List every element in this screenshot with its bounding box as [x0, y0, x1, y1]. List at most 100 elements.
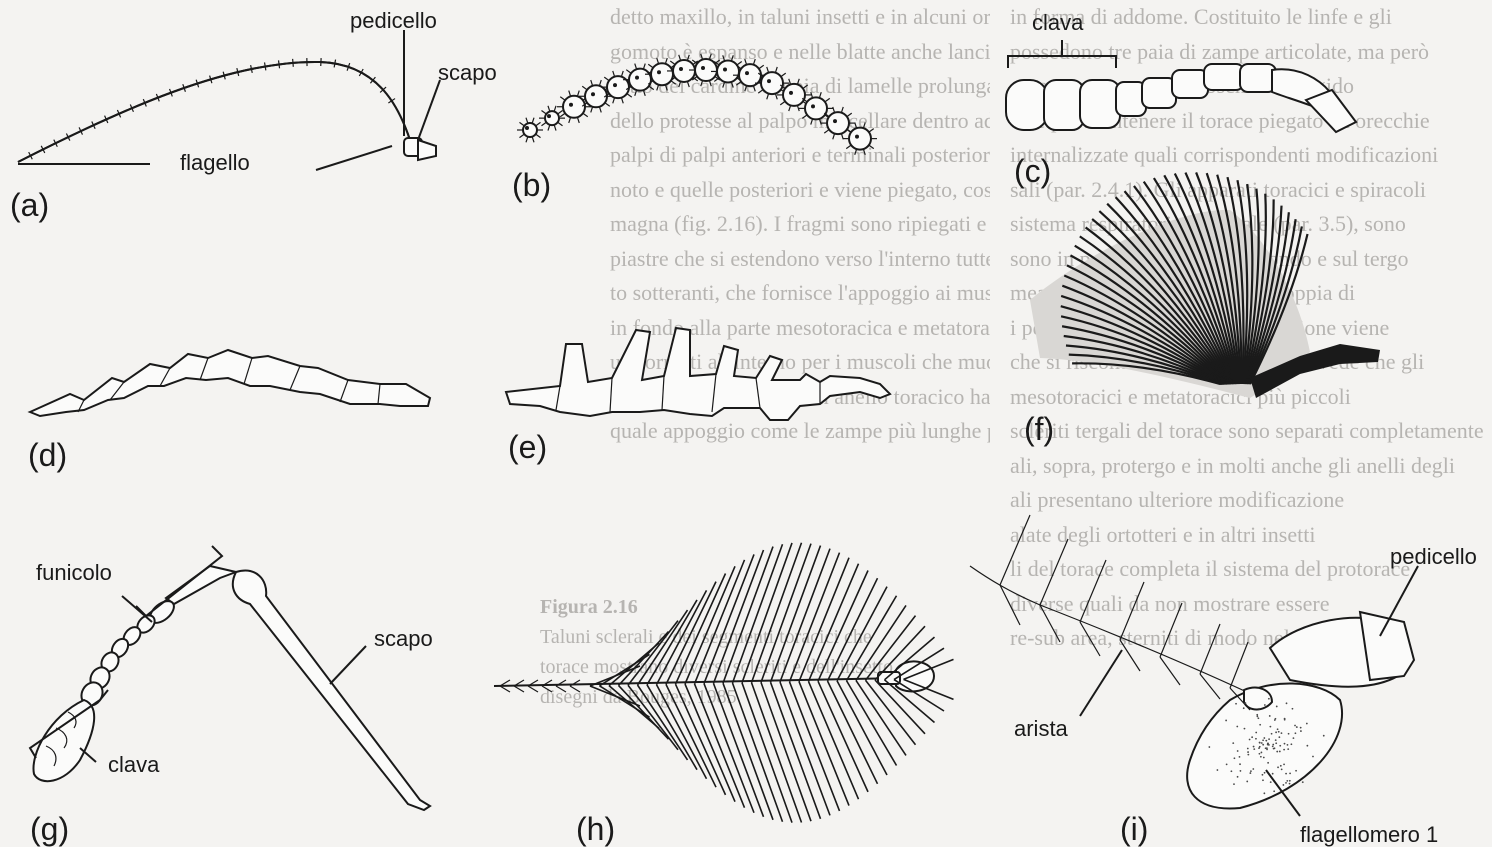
stipple-dot	[1280, 765, 1282, 767]
stipple-dot	[1247, 754, 1249, 756]
stipple-dot	[1253, 746, 1255, 748]
stipple-dot	[1261, 742, 1263, 744]
arista-branch	[1000, 515, 1030, 585]
stipple-dot	[1257, 717, 1259, 719]
stipple-dot	[1284, 743, 1286, 745]
stipple-dot	[1249, 739, 1251, 741]
arista-branch	[1040, 539, 1068, 605]
bead-dot	[591, 92, 595, 96]
stipple-dot	[1293, 737, 1295, 739]
stipple-dot	[1270, 781, 1272, 783]
flagellomere-tick	[251, 65, 253, 73]
stipple-dot	[1284, 719, 1286, 721]
stipple-dot	[1256, 714, 1258, 716]
stipple-dot	[1235, 703, 1237, 705]
stipple-dot	[1278, 731, 1280, 733]
stipple-dot	[1290, 743, 1292, 745]
stipple-dot	[1255, 738, 1257, 740]
plume-branch	[837, 681, 887, 775]
stipple-dot	[1263, 792, 1265, 794]
stipple-dot	[1268, 738, 1270, 740]
stipple-dot	[1237, 776, 1239, 778]
stipple-dot	[1262, 779, 1264, 781]
bead-segment	[673, 60, 695, 82]
arista-branch	[1160, 603, 1182, 657]
stipple-dot	[1289, 772, 1291, 774]
bead-segment	[827, 112, 849, 134]
bead-dot	[701, 66, 705, 70]
arista-branch	[1200, 624, 1220, 674]
label-pedicello-i: pedicello	[1390, 544, 1477, 569]
plume-branch	[837, 587, 887, 681]
stipple-dot	[1289, 780, 1291, 782]
plume-branch	[799, 558, 849, 682]
stipple-dot	[1279, 751, 1281, 753]
label-flagellomero-i: flagellomero 1	[1300, 822, 1438, 847]
panel-label-h: (h)	[576, 811, 615, 847]
stipple-dot	[1268, 744, 1270, 746]
stipple-dot	[1264, 704, 1266, 706]
stipple-dot	[1292, 708, 1294, 710]
flagellomere-tick	[293, 59, 294, 67]
plume-tip-hair	[556, 686, 566, 692]
stipple-dot	[1278, 736, 1280, 738]
stipple-dot	[1264, 772, 1266, 774]
bead-dot	[679, 67, 683, 71]
plume-branch	[771, 546, 821, 683]
bead-segment	[783, 84, 805, 106]
stipple-dot	[1236, 726, 1238, 728]
plume-branch	[799, 682, 849, 806]
stipple-dot	[1282, 784, 1284, 786]
bead-dot	[811, 104, 815, 108]
stipple-dot	[1247, 751, 1249, 753]
flagellomere-tick	[334, 60, 335, 68]
stipple-dot	[1296, 726, 1298, 728]
stipple-dot	[1232, 742, 1234, 744]
plume-branch	[847, 596, 897, 681]
panel-label-a: (a)	[10, 187, 49, 223]
bead-segment	[651, 63, 673, 85]
bead-segment	[761, 72, 783, 94]
bead-segment	[563, 96, 585, 118]
stipple-dot	[1261, 752, 1263, 754]
bead-dot	[657, 70, 661, 74]
stipple-dot	[1294, 725, 1296, 727]
stipple-dot	[1255, 732, 1257, 734]
stipple-dot	[1267, 743, 1269, 745]
stipple-dot	[1272, 745, 1274, 747]
stipple-dot	[1283, 764, 1285, 766]
stipple-dot	[1295, 770, 1297, 772]
stipple-dot	[1226, 763, 1228, 765]
bead-segment	[585, 85, 607, 107]
bead-dot	[789, 91, 793, 95]
antenna-f-flabellate	[1030, 172, 1380, 398]
stipple-dot	[1259, 753, 1261, 755]
plume-tip-hair	[528, 686, 538, 692]
stipple-dot	[1263, 757, 1265, 759]
stipple-dot	[1274, 747, 1276, 749]
stipple-dot	[1244, 702, 1246, 704]
antenna-i-aristate	[970, 515, 1418, 816]
stipple-dot	[1287, 744, 1289, 746]
panel-label-d: (d)	[28, 437, 67, 473]
stipple-dot	[1251, 736, 1253, 738]
antenna-d-serrate	[30, 350, 430, 416]
stipple-dot	[1281, 732, 1283, 734]
stipple-dot	[1259, 742, 1261, 744]
bead-dot	[855, 135, 859, 139]
plume-branch	[809, 564, 859, 682]
bead-dot	[525, 126, 529, 130]
antenna-h-plumose	[494, 543, 954, 823]
stipple-dot	[1276, 706, 1278, 708]
stipple-dot	[1266, 747, 1268, 749]
stipple-dot	[1252, 768, 1254, 770]
stipple-dot	[1208, 746, 1210, 748]
bead-segment	[523, 123, 537, 137]
stipple-dot	[1288, 733, 1290, 735]
stipple-dot	[1253, 748, 1255, 750]
stipple-dot	[1287, 748, 1289, 750]
arista-branch	[1120, 582, 1144, 640]
arista-branch	[1200, 674, 1220, 699]
bead-segment	[545, 111, 559, 125]
